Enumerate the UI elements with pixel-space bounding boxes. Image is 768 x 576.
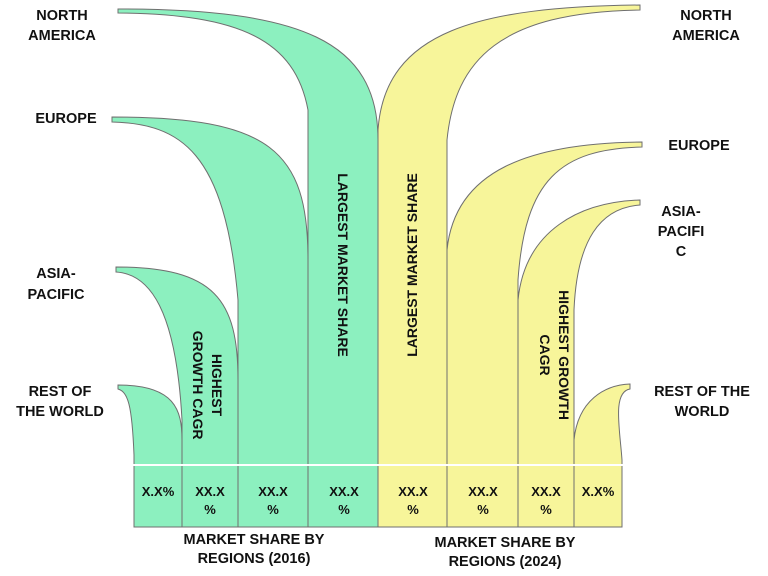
cell-dividers — [181, 467, 575, 527]
cell-value-line1: XX.X — [468, 484, 498, 499]
right-blade-europe — [446, 141, 643, 528]
left-largest-market-share-label: LARGEST MARKET SHARE — [335, 173, 351, 357]
right-label-rest-of-world-line2: WORLD — [675, 404, 730, 420]
cell-value-line2: % — [477, 502, 489, 517]
right-blades — [377, 4, 643, 528]
bottom-labels: MARKET SHARE BY REGIONS (2016) MARKET SH… — [184, 532, 576, 570]
right-highest-cagr-line2: CAGR — [537, 334, 553, 375]
cell-value-line1: XX.X — [329, 484, 359, 499]
bottom-label-2024-line1: MARKET SHARE BY — [435, 535, 576, 551]
left-blade-rest-of-world — [117, 384, 183, 528]
right-blade-north-america — [377, 4, 641, 528]
left-callouts: LARGEST MARKET SHARE HIGHEST GROWTH CAGR — [190, 173, 351, 439]
left-label-north-america-line2: AMERICA — [28, 28, 96, 44]
cell-values: X.X% XX.X % XX.X % XX.X % XX.X % XX.X % … — [142, 484, 615, 517]
right-largest-market-share-label: LARGEST MARKET SHARE — [404, 173, 420, 357]
cell-value-line1: XX.X — [398, 484, 428, 499]
bottom-label-2016-line2: REGIONS (2016) — [198, 551, 311, 567]
left-blade-asia-pacific — [115, 266, 239, 528]
cell-value-line1: XX.X — [531, 484, 561, 499]
right-blade-rest-of-world — [573, 383, 631, 528]
bottom-label-2016-line1: MARKET SHARE BY — [184, 532, 325, 548]
cell-value-line1: X.X% — [142, 484, 175, 499]
left-region-labels: NORTH AMERICA EUROPE ASIA- PACIFIC REST … — [16, 8, 104, 420]
left-label-asia-pacific-line2: PACIFIC — [28, 287, 85, 303]
right-label-north-america-line2: AMERICA — [672, 28, 740, 44]
right-label-asia-pacific-line2: PACIFI — [658, 224, 704, 240]
left-label-rest-of-world-line2: THE WORLD — [16, 404, 104, 420]
right-region-labels: NORTH AMERICA EUROPE ASIA- PACIFI C REST… — [654, 8, 750, 420]
cell-value-line2: % — [540, 502, 552, 517]
left-label-north-america-line1: NORTH — [36, 8, 88, 24]
cell-value-line2: % — [267, 502, 279, 517]
left-blades — [111, 8, 379, 528]
cell-value-line2: % — [338, 502, 350, 517]
left-label-rest-of-world-line1: REST OF — [29, 384, 92, 400]
bottom-label-2024-line2: REGIONS (2024) — [449, 554, 562, 570]
cell-value-line1: XX.X — [195, 484, 225, 499]
left-highest-cagr-line2: GROWTH CAGR — [190, 331, 206, 440]
left-label-europe: EUROPE — [35, 111, 97, 127]
right-label-asia-pacific-line3: C — [676, 244, 687, 260]
left-highest-cagr-line1: HIGHEST — [209, 354, 225, 417]
right-callouts: LARGEST MARKET SHARE HIGHEST GROWTH CAGR — [404, 173, 572, 420]
cell-value-line2: % — [407, 502, 419, 517]
cell-value-line1: XX.X — [258, 484, 288, 499]
right-label-rest-of-world-line1: REST OF THE — [654, 384, 750, 400]
left-blade-europe — [111, 116, 309, 528]
right-blade-asia-pacific — [517, 199, 641, 528]
right-highest-cagr-line1: HIGHEST GROWTH — [556, 290, 572, 420]
left-label-asia-pacific-line1: ASIA- — [36, 266, 76, 282]
right-label-north-america-line1: NORTH — [680, 8, 732, 24]
cell-value-line1: X.X% — [582, 484, 615, 499]
right-label-asia-pacific-line1: ASIA- — [661, 204, 701, 220]
right-label-europe: EUROPE — [668, 138, 730, 154]
cell-value-line2: % — [204, 502, 216, 517]
